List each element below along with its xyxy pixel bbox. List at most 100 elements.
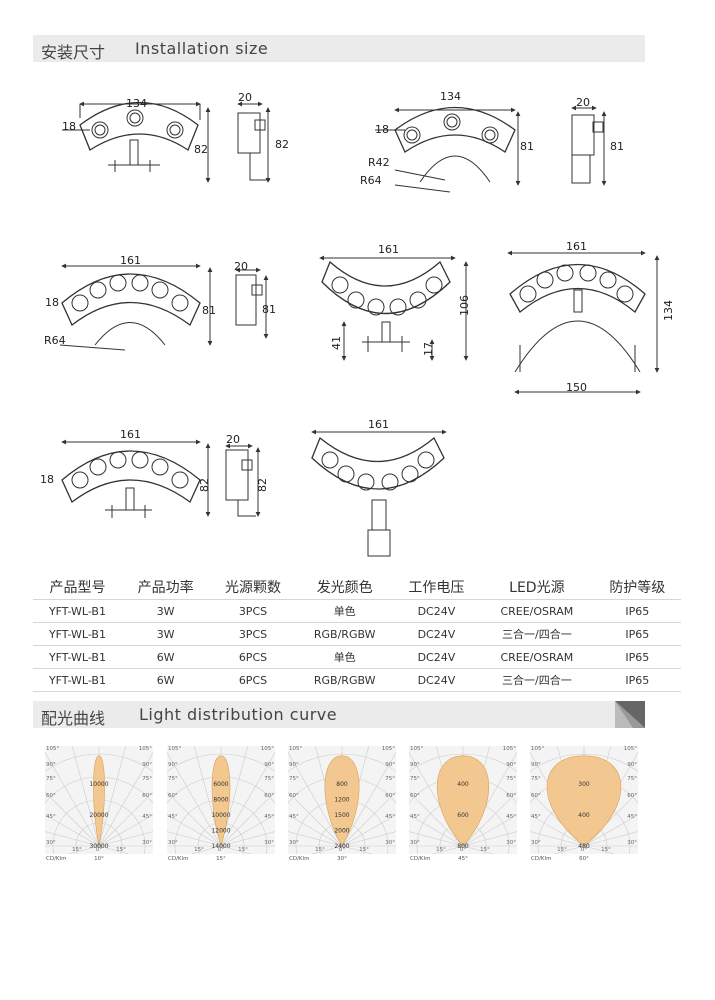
angle-label-bottom: 0°: [581, 847, 587, 853]
angle-label-right: 45°: [506, 814, 516, 820]
grid-ray: [409, 831, 464, 847]
cell: 6PCS: [209, 645, 297, 669]
dim-side-height-3: 81: [262, 303, 276, 316]
grid-ray: [431, 845, 464, 854]
angle-label-left: 30°: [168, 840, 178, 846]
angle-label-bottom: 15°: [72, 847, 82, 853]
cell: DC24V: [392, 668, 481, 692]
grid-ray: [98, 791, 153, 847]
cell: 单色: [296, 599, 393, 623]
grid-ray: [167, 814, 222, 847]
angle-label-bottom: 15°: [557, 847, 567, 853]
intensity-value-label: 2000: [334, 828, 349, 835]
grid-ray: [530, 814, 585, 847]
grid-ray: [341, 831, 396, 847]
grid-ray: [220, 814, 275, 847]
grid-ray: [167, 751, 222, 847]
cell: IP65: [593, 668, 681, 692]
intensity-value-label: 10000: [211, 812, 230, 819]
angle-label-left: 75°: [531, 776, 541, 782]
drawing-2: [375, 105, 607, 193]
cell: 3PCS: [209, 599, 297, 623]
beam-angle-label: 45°: [458, 856, 468, 862]
dim-base-5: 150: [566, 381, 587, 394]
angle-label-right: 75°: [142, 776, 152, 782]
table-row: YFT-WL-B1 6W 6PCS RGB/RGBW DC24V 三合一/四合一…: [33, 668, 681, 692]
angle-label-right: 30°: [627, 840, 637, 846]
cell: 3W: [121, 599, 210, 623]
dim-led-3: 18: [45, 296, 59, 309]
dim-width-2: 134: [440, 90, 461, 103]
grid-ray: [462, 831, 517, 847]
drawing-5: [507, 250, 660, 395]
grid-ray: [220, 845, 253, 854]
cell: DC24V: [392, 622, 481, 646]
section-title-en: Light distribution curve: [139, 705, 338, 724]
angle-label-bottom: 0°: [339, 847, 345, 853]
intensity-value-label: 10000: [89, 781, 108, 788]
grid-ray: [167, 791, 222, 847]
beam-angle-label: 60°: [579, 856, 589, 862]
beam-angle-label: 15°: [216, 856, 226, 862]
angle-label-left: 45°: [410, 814, 420, 820]
angle-label-right: 75°: [264, 776, 274, 782]
grid-ray: [462, 791, 517, 847]
dim-side-width-6: 20: [226, 433, 240, 446]
grid-ray: [167, 831, 222, 847]
angle-label-right: 105°: [503, 746, 516, 752]
beam-shape: [211, 755, 231, 848]
angle-label-right: 60°: [627, 793, 637, 799]
col-power: 产品功率: [137, 580, 194, 596]
intensity-value-label: 400: [457, 781, 469, 788]
intensity-value-label: 1500: [334, 812, 349, 819]
section-header-installation: 安装尺寸 Installation size: [33, 35, 645, 62]
angle-label-left: 45°: [46, 814, 56, 820]
angle-label-left: 105°: [410, 746, 423, 752]
angle-label-left: 60°: [289, 793, 299, 799]
polar-chart-5: 105°105°90°90°75°75°60°60°45°45°30°30°15…: [530, 746, 638, 862]
cell: IP65: [593, 645, 681, 669]
intensity-value-label: 480: [578, 843, 590, 850]
dim-side-width-3: 20: [234, 260, 248, 273]
polar-chart-1: 105°105°90°90°75°75°60°60°45°45°30°30°15…: [45, 746, 153, 862]
dim-height-6: 82: [198, 478, 211, 492]
dim-height-1: 82: [194, 143, 208, 156]
angle-label-left: 75°: [410, 776, 420, 782]
dim-width-4: 161: [378, 243, 399, 256]
grid-ray: [67, 845, 100, 854]
angle-label-left: 30°: [410, 840, 420, 846]
grid-ray: [462, 814, 517, 847]
intensity-value-label: 2400: [334, 843, 349, 850]
dim-width-5: 161: [566, 240, 587, 253]
angle-label-left: 45°: [289, 814, 299, 820]
cell: 单色: [296, 645, 393, 669]
col-voltage: 工作电压: [408, 580, 465, 596]
angle-label-right: 90°: [264, 762, 274, 768]
angle-label-left: 60°: [531, 793, 541, 799]
cell: 三合一/四合一: [480, 668, 594, 692]
angle-label-left: 45°: [168, 814, 178, 820]
beam-shape: [93, 755, 105, 847]
grid-ray: [98, 814, 153, 847]
cell: 三合一/四合一: [480, 622, 594, 646]
drawing-6: [61, 439, 261, 518]
grid-ray: [341, 845, 374, 854]
angle-label-left: 90°: [289, 762, 299, 768]
dim-side-height-6: 82: [256, 478, 269, 492]
angle-label-bottom: 15°: [194, 847, 204, 853]
grid-ray: [583, 814, 638, 847]
angle-label-left: 75°: [168, 776, 178, 782]
angle-label-right: 30°: [264, 840, 274, 846]
grid-ray: [409, 814, 464, 847]
intensity-value-label: 400: [578, 812, 590, 819]
cell: 6W: [121, 668, 210, 692]
angle-label-left: 60°: [410, 793, 420, 799]
angle-label-bottom: 15°: [238, 847, 248, 853]
dim-height-3: 81: [202, 304, 216, 317]
intensity-value-label: 800: [336, 781, 348, 788]
dim-17: 17: [422, 342, 435, 356]
grid-ray: [220, 831, 275, 847]
drawing-7: [311, 429, 447, 557]
grid-ray: [45, 814, 100, 847]
angle-label-left: 90°: [168, 762, 178, 768]
